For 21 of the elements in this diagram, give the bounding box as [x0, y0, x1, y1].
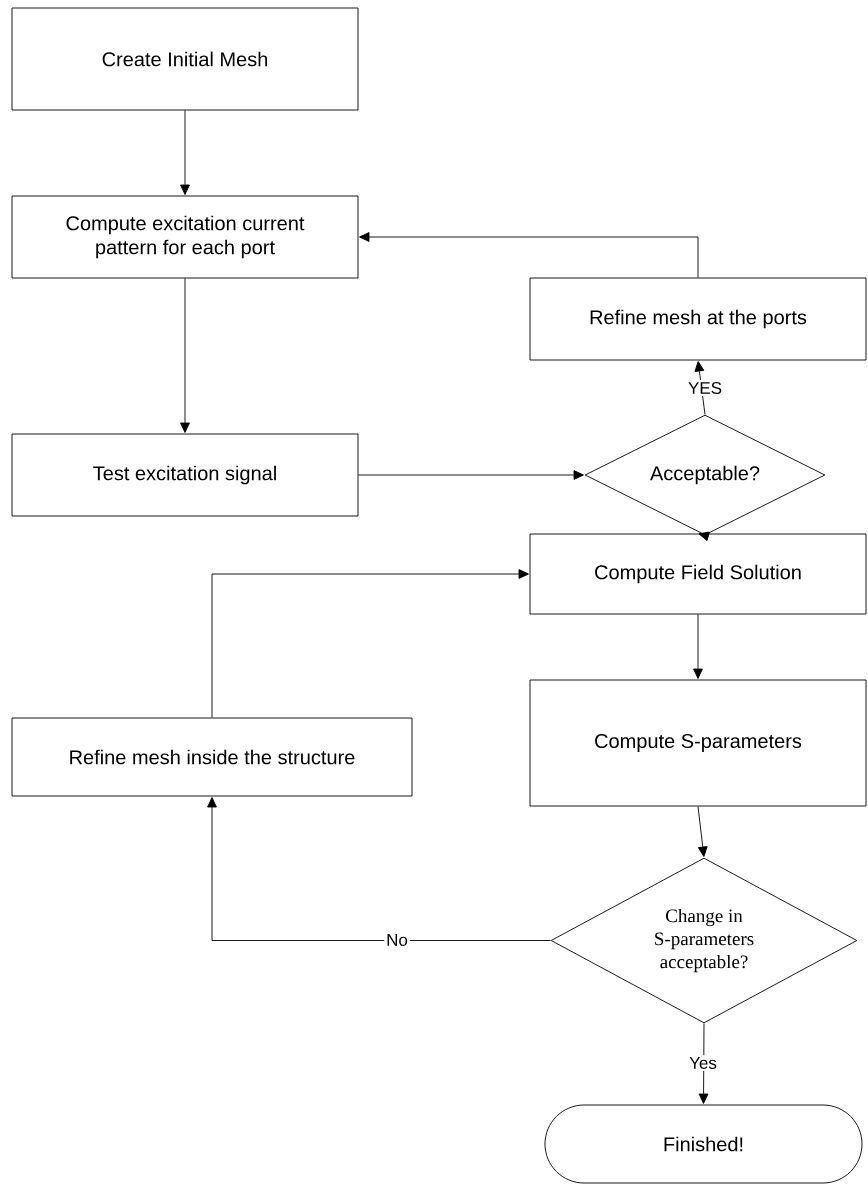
- process-box: Refine mesh inside the structure: [11, 717, 413, 797]
- arrow: [694, 361, 706, 415]
- process-box: Create Initial Mesh: [11, 7, 359, 111]
- process-box: Refine mesh at the ports: [529, 277, 867, 361]
- edge-label: YES: [686, 380, 724, 396]
- arrow: [207, 797, 551, 941]
- arrow: [358, 470, 584, 480]
- edge-label: Yes: [687, 1055, 719, 1071]
- arrow: [180, 278, 190, 433]
- edge-label: No: [384, 932, 410, 948]
- arrow: [698, 1023, 709, 1104]
- arrow: [211, 569, 529, 718]
- process-box: Compute Field Solution: [529, 533, 867, 615]
- arrow: [359, 232, 699, 278]
- process-box: Compute S-parameters: [529, 679, 867, 807]
- arrow: [697, 806, 708, 857]
- arrow: [180, 110, 190, 195]
- process-box: Test excitation signal: [11, 433, 359, 517]
- arrow: [693, 614, 703, 679]
- process-box: Compute excitation current pattern for each port: [11, 195, 359, 279]
- arrow: [698, 531, 710, 542]
